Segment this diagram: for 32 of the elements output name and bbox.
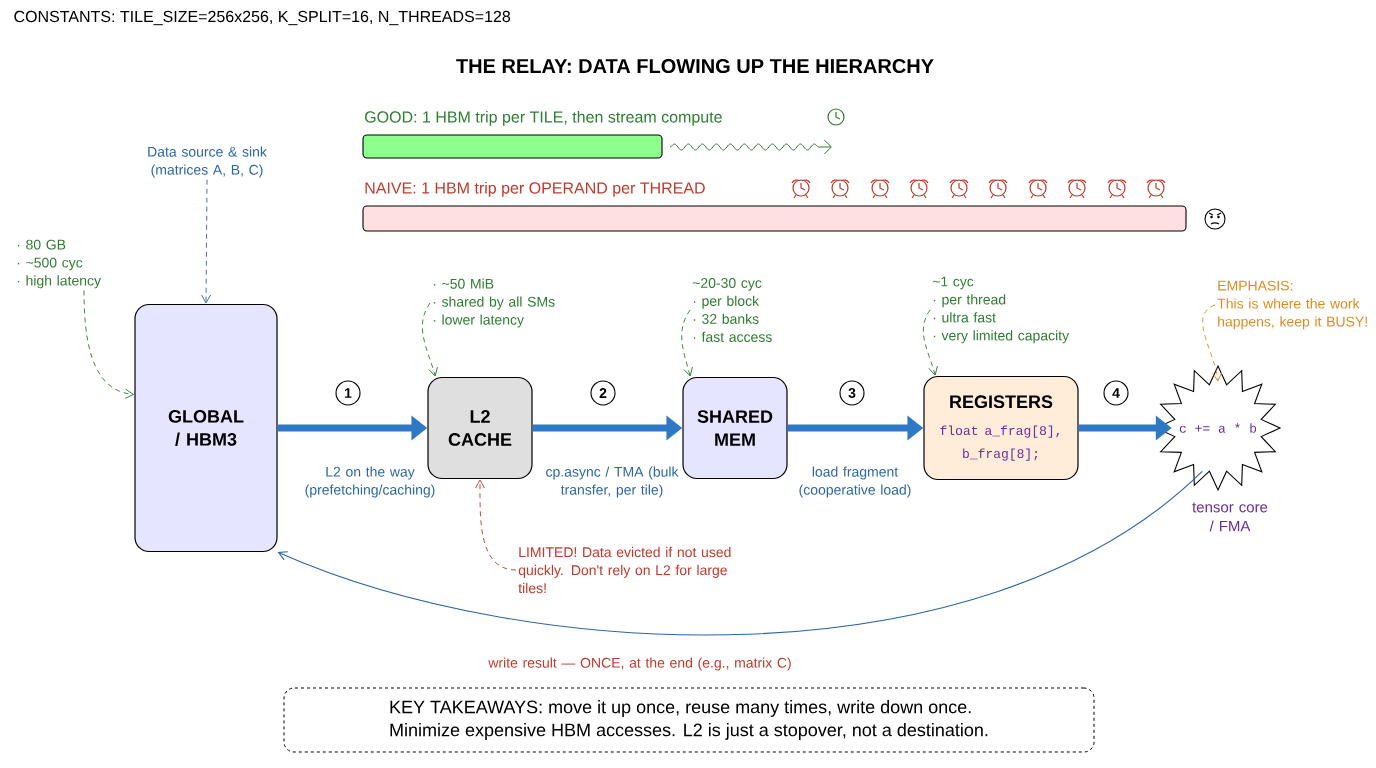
arrow bbox=[1202, 304, 1223, 382]
annotation-text: ~20-30 cyc · per block · 32 banks · fast access bbox=[692, 278, 772, 342]
register-box: REGISTERS float a_frag[8], b_frag[8]; bbox=[923, 375, 1079, 481]
title: THE RELAY: DATA FLOWING UP THE HIERARCHY bbox=[456, 58, 934, 74]
step-number: 4 bbox=[1103, 380, 1129, 406]
step-number: 2 bbox=[590, 380, 616, 406]
arrow bbox=[83, 290, 134, 399]
memory-box: GLOBAL / HBM3 bbox=[134, 303, 278, 553]
step-number: 1 bbox=[335, 380, 361, 406]
caption-text: tensor core / FMA bbox=[1192, 502, 1268, 532]
memory-box: SHARED MEM bbox=[682, 376, 788, 480]
takeaway-box: KEY TAKEAWAYS: move it up once, reuse many times, write down once. Minimize expensive HBM accesses. L2 is just a stopover, not a destination. bbox=[283, 687, 1095, 753]
arrow bbox=[475, 479, 517, 571]
annotation-text: · ~50 MiB · shared by all SMs · lower latency bbox=[433, 278, 555, 328]
warning-text: LIMITED! Data evicted if not used quickly. Don't rely on L2 for large tiles! bbox=[518, 546, 731, 594]
memory-box: L2 CACHE bbox=[427, 376, 533, 480]
arrow bbox=[277, 470, 1203, 635]
arrow bbox=[681, 309, 693, 377]
annotation-text: ~1 cyc · per thread · ultra fast · very limited capacity bbox=[932, 276, 1070, 344]
annotation-text: Data source & sink (matrices A, B, C) bbox=[148, 146, 267, 178]
arrow bbox=[421, 302, 438, 377]
edge-label: load fragment (cooperative load) bbox=[799, 466, 911, 498]
step-number: 3 bbox=[839, 380, 865, 406]
edge-label: write result — ONCE, at the end (e.g., matrix C) bbox=[488, 657, 791, 671]
bar-heading: NAIVE: 1 HBM trip per OPERAND per THREAD bbox=[365, 181, 705, 197]
arrow bbox=[201, 179, 212, 304]
edge-label: cp.async / TMA (bulk transfer, per tile) bbox=[546, 466, 679, 498]
annotation-text: EMPHASIS: This is where the work happens, keep it BUSY! bbox=[1217, 280, 1367, 330]
bar-heading: GOOD: 1 HBM trip per TILE, then stream compute bbox=[365, 110, 722, 126]
header-text: CONSTANTS: TILE_SIZE=256x256, K_SPLIT=16, N_THREADS=128 bbox=[14, 10, 511, 26]
annotation-text: · 80 GB · ~500 cyc · high latency bbox=[17, 239, 101, 289]
arrow bbox=[922, 309, 938, 376]
